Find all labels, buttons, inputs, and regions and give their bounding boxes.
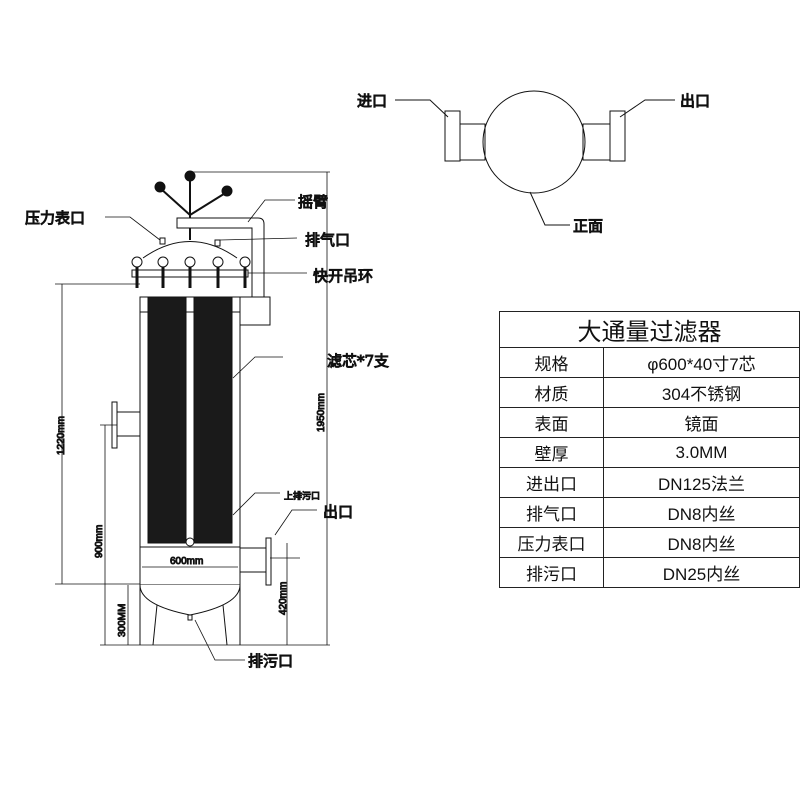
top-view: [395, 90, 675, 226]
pressure-gauge-port: [159, 237, 166, 245]
dim-600: 600mm: [170, 556, 203, 567]
handwheel-ball-icon: [154, 181, 166, 193]
spec-key: 规格: [499, 347, 604, 378]
dim-1220: 1220mm: [56, 416, 67, 455]
front-view: [111, 170, 272, 646]
label-pressure-gauge-port: 压力表口: [25, 209, 85, 227]
inlet-leader: [395, 99, 449, 118]
label-filter-cartridges: 滤芯*7支: [327, 352, 389, 370]
spec-key: 材质: [499, 377, 604, 408]
eyebolt-ring-icon: [239, 256, 251, 268]
label-outlet-side: 出口: [323, 503, 353, 521]
dim-300: 300MM: [117, 604, 128, 637]
spec-value: DN125法兰: [603, 467, 800, 498]
label-front: 正面: [573, 217, 603, 235]
spec-key: 排气口: [499, 497, 604, 528]
inlet-pipe-side: [116, 411, 141, 437]
label-vent-port: 排气口: [305, 231, 350, 249]
table-title-row: 大通量过滤器: [499, 311, 800, 348]
dim-900: 900mm: [94, 525, 105, 558]
outlet-flange: [609, 110, 626, 162]
label-rocker-arm: 摇臂: [298, 193, 328, 211]
eyebolt-ring-icon: [212, 256, 224, 268]
spec-value: DN8内丝: [603, 497, 800, 528]
callout-leaders: [105, 199, 317, 661]
spec-key: 壁厚: [499, 437, 604, 468]
outlet-pipe-side: [239, 547, 267, 573]
outlet-leader: [619, 99, 675, 118]
support-leg: [222, 604, 228, 646]
upper-drain-port: [185, 537, 195, 547]
inlet-flange: [444, 110, 461, 162]
label-drain-port: 排污口: [248, 652, 293, 670]
dim-1950: 1950mm: [316, 393, 327, 432]
spec-key: 表面: [499, 407, 604, 438]
eyebolt-ring-icon: [131, 256, 143, 268]
spec-value: 304不锈钢: [603, 377, 800, 408]
eyebolt-ring-icon: [184, 256, 196, 268]
handwheel-spoke: [189, 191, 228, 216]
spec-key: 压力表口: [499, 527, 604, 558]
support-leg: [152, 604, 158, 646]
spec-value: DN25内丝: [603, 557, 800, 588]
table-row: 表面镜面: [499, 407, 800, 438]
handwheel-ball-icon: [221, 185, 233, 197]
drain-port: [187, 614, 193, 621]
outlet-flange-side: [265, 537, 272, 586]
spec-value: φ600*40寸7芯: [603, 347, 800, 378]
dimension-lines: [55, 171, 330, 646]
spec-value: 3.0MM: [603, 437, 800, 468]
label-eyebolt: 快开吊环: [313, 267, 373, 285]
bottom-head: [139, 584, 241, 616]
handwheel-ball-icon: [184, 170, 196, 182]
handwheel-spoke: [159, 187, 191, 216]
front-leader: [529, 191, 570, 226]
eyebolt-ring-icon: [157, 256, 169, 268]
spec-key: 进出口: [499, 467, 604, 498]
spec-key: 排污口: [499, 557, 604, 588]
label-inlet: 进口: [357, 92, 387, 110]
vent-port: [214, 239, 221, 247]
vessel-top-circle: [482, 90, 586, 194]
spec-value: DN8内丝: [603, 527, 800, 558]
label-outlet: 出口: [680, 92, 710, 110]
filter-cartridge: [147, 296, 187, 544]
filter-cartridge: [193, 296, 233, 544]
outlet-pipe: [582, 123, 611, 161]
label-upper-drain: 上排污口: [284, 490, 320, 501]
spec-table-title: 大通量过滤器: [499, 311, 800, 348]
rocker-arm-bracket: [239, 296, 271, 326]
dim-420: 420mm: [278, 582, 289, 615]
inlet-pipe: [459, 123, 486, 161]
dome-lid: [142, 241, 238, 259]
spec-value: 镜面: [603, 407, 800, 438]
eyebolt-icons: [131, 256, 251, 288]
